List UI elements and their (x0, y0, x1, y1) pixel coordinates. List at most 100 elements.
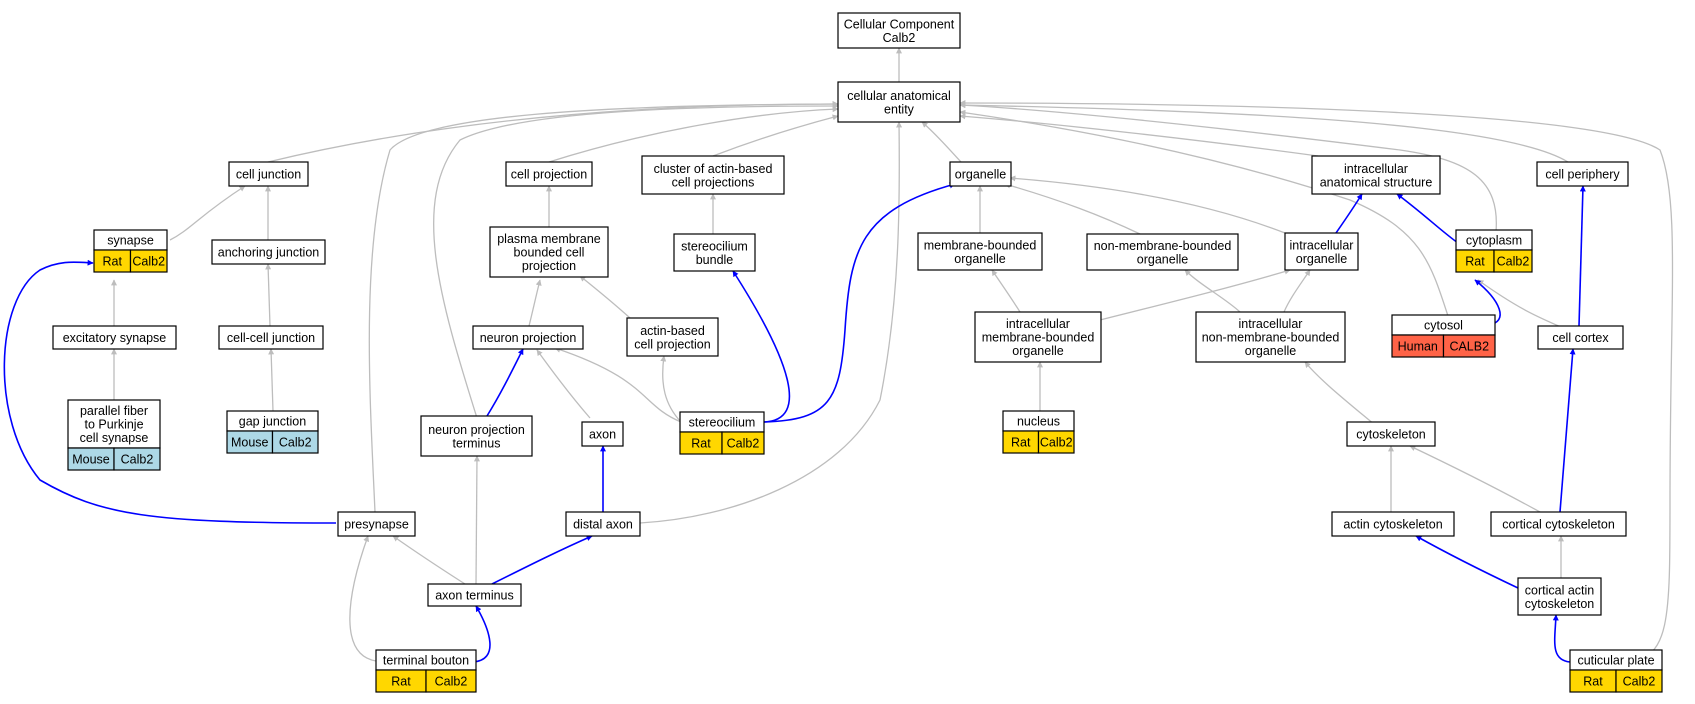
node-box (67, 399, 161, 449)
node-neuron-projection[interactable]: neuron projection (472, 325, 584, 350)
edge-cell-periphery-to-cae (959, 102, 1569, 163)
node-label: Cellular Component (844, 17, 955, 31)
edge-abp-to-pm-proj (579, 275, 631, 319)
edge-synapse-to-cell-junction (169, 185, 246, 241)
node-label: organelle (1012, 344, 1063, 358)
node-intra-nmb-organelle[interactable]: intracellularnon-membrane-boundedorganel… (1195, 311, 1346, 363)
node-box (1490, 511, 1627, 537)
edge-npt-to-cae (433, 103, 839, 419)
edge-presynapse-to-cae (368, 101, 839, 513)
node-anchoring-junction[interactable]: anchoring junction (211, 239, 326, 265)
edge-intracellular-anat-to-cae (959, 113, 1319, 157)
node-box (218, 325, 324, 350)
node-cell-junction[interactable]: cell junction (228, 161, 309, 187)
node-excitatory-synapse[interactable]: excitatory synapse (52, 325, 177, 350)
gene-tag-rat (1037, 430, 1075, 454)
node-distal-axon[interactable]: distal axon (565, 511, 641, 537)
edge-axon-terminus-to-npt (473, 455, 480, 585)
node-axon[interactable]: axon (581, 421, 624, 447)
node-label: intracellular (1239, 317, 1303, 331)
node-label: organelle (955, 168, 1006, 182)
node-cell-periphery[interactable]: cell periphery (1536, 161, 1629, 187)
edge-axon-to-np (536, 349, 591, 419)
node-label: actin-based (640, 324, 705, 338)
node-label: organelle (1137, 252, 1188, 266)
node-presynapse[interactable]: presynapse (337, 511, 416, 537)
node-label: cell junction (236, 168, 301, 182)
gene-label: Calb2 (727, 437, 760, 451)
node-organelle[interactable]: organelle (949, 161, 1012, 187)
node-cell-cell-junction[interactable]: cell-cell junction (218, 325, 324, 350)
node-label: bundle (696, 253, 734, 267)
node-label: stereocilium (681, 239, 748, 253)
node-label: cell projections (672, 175, 755, 189)
edge-cortical-actin-partof-actin-cs (1415, 535, 1519, 589)
edge-stereocilium-to-np (554, 346, 682, 423)
edge-inmb-to-nmb (1184, 269, 1241, 313)
node-label: to Purkinje (84, 418, 143, 432)
node-cortical-cytoskeleton[interactable]: cortical cytoskeleton (1490, 511, 1627, 537)
node-label: cuticular plate (1577, 654, 1654, 668)
species-label: Rat (391, 675, 411, 689)
node-label: distal axon (573, 518, 633, 532)
node-label: neuron projection (428, 423, 525, 437)
node-label: cell projection (511, 168, 587, 182)
edge-cortical-cs-to-cytoskeleton (1409, 445, 1541, 513)
node-cell-projection[interactable]: cell projection (505, 161, 593, 187)
node-label: cytoplasm (1466, 234, 1522, 248)
gene-tag-rat (1493, 249, 1533, 273)
node-label: nucleus (1017, 415, 1060, 429)
species-label: Rat (1011, 436, 1031, 450)
node-label: organelle (1245, 344, 1296, 358)
gene-tag-mouse (113, 447, 161, 471)
node-box (917, 232, 1043, 271)
node-label: cluster of actin-based (654, 162, 773, 176)
node-box (673, 233, 756, 272)
edge-cell-projection-to-cae (548, 106, 839, 163)
node-label: cortical actin (1525, 583, 1595, 597)
edge-distal-axon-to-cae (639, 121, 903, 524)
species-label: Mouse (72, 453, 110, 467)
node-box (1517, 577, 1602, 616)
node-axon-terminus[interactable]: axon terminus (427, 583, 522, 607)
node-cell-cortex[interactable]: cell cortex (1537, 325, 1624, 350)
edge-terminal-bouton-to-presynapse (349, 535, 377, 662)
node-cytoskeleton[interactable]: cytoskeleton (1346, 421, 1436, 447)
gene-tag-rat (721, 431, 765, 455)
edge-presynapse-partof-synapse (3, 259, 337, 524)
node-box (52, 325, 177, 350)
node-box (641, 155, 785, 195)
gene-tag-rat (1615, 669, 1663, 693)
gene-tag-human (1442, 334, 1496, 358)
edge-npt-partof-np (486, 348, 524, 417)
node-label: presynapse (344, 518, 409, 532)
node-box (427, 583, 522, 607)
node-box (626, 317, 719, 357)
node-label: cell periphery (1545, 168, 1620, 182)
node-actin-cytoskeleton[interactable]: actin cytoskeleton (1331, 511, 1455, 537)
